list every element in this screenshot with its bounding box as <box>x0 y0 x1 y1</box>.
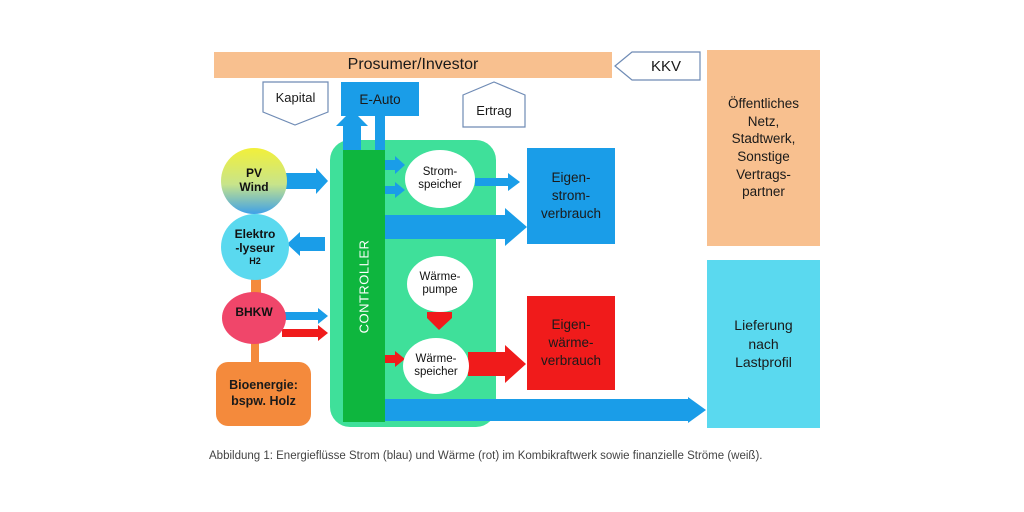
bhkw-node: BHKW <box>222 292 286 344</box>
arrow-controller-to-eauto <box>336 110 368 150</box>
pv-wind-label: PV Wind <box>239 166 269 194</box>
bioenergy-box: Bioenergie: bspw. Holz <box>216 362 311 426</box>
arrow-controller-to-delivery <box>385 397 706 423</box>
own-power-box: Eigen- strom- verbrauch <box>527 148 615 244</box>
ertrag-shape <box>462 81 526 128</box>
kapital-shape <box>262 81 329 126</box>
arrow-heat-pump-to-heat-storage <box>427 312 452 330</box>
pv-wind-circle <box>221 148 287 214</box>
ertrag-label: Ertrag <box>476 102 512 118</box>
prosumer-investor-bar: Prosumer/Investor <box>214 52 612 78</box>
electrolyzer-node: Elektro -lyseur H2 <box>221 214 289 280</box>
kapital-label: Kapital <box>275 89 316 105</box>
power-storage-node: Strom- speicher <box>405 150 475 208</box>
arrow-power-storage-to-own-power <box>475 173 520 191</box>
delivery-label: Lieferung nach Lastprofil <box>734 316 793 371</box>
kapital-box: Kapital <box>263 84 328 110</box>
controller-label: CONTROLLER <box>356 239 372 333</box>
heat-pump-node: Wärme- pumpe <box>407 256 473 312</box>
kkv-label: KKV <box>650 57 681 75</box>
figure-caption: Abbildung 1: Energieflüsse Strom (blau) … <box>209 450 763 462</box>
arrow-controller-to-power-storage-bottom <box>385 182 405 198</box>
connector-electrolyzer-bhkw <box>251 275 261 295</box>
arrow-controller-to-electrolyzer <box>287 232 325 256</box>
bioenergy-label: Bioenergie: bspw. Holz <box>229 378 298 408</box>
connector-bhkw-bioenergy <box>251 340 259 366</box>
heat-storage-label: Wärme- speicher <box>414 352 458 378</box>
own-power-label: Eigen- strom- verbrauch <box>540 169 602 222</box>
heat-storage-node: Wärme- speicher <box>403 338 469 394</box>
bhkw-label: BHKW <box>235 305 273 319</box>
arrow-bhkw-heat <box>282 325 328 341</box>
arrow-heat-storage-to-own-heat <box>468 345 526 383</box>
arrow-bhkw-power <box>282 308 328 324</box>
public-grid-label: Öffentliches Netz, Stadtwerk, Sonstige V… <box>727 96 800 200</box>
arrow-controller-to-own-power <box>385 208 527 246</box>
kkv-shape <box>614 51 701 81</box>
controller-bar: CONTROLLER <box>343 150 385 422</box>
pv-wind-node: PV Wind <box>221 148 287 214</box>
eauto-label: E-Auto <box>359 91 401 107</box>
own-heat-box: Eigen- wärme- verbrauch <box>527 296 615 390</box>
prosumer-investor-label: Prosumer/Investor <box>347 56 479 73</box>
kkv-box: KKV <box>632 52 700 80</box>
heat-pump-label: Wärme- pumpe <box>419 270 461 296</box>
power-storage-label: Strom- speicher <box>418 165 462 191</box>
own-heat-label: Eigen- wärme- verbrauch <box>540 316 602 369</box>
electrolyzer-sublabel: H2 <box>249 255 261 266</box>
electrolyzer-label: Elektro -lyseur <box>234 227 276 255</box>
public-grid-box: Öffentliches Netz, Stadtwerk, Sonstige V… <box>707 50 820 246</box>
ertrag-box: Ertrag <box>463 97 525 123</box>
arrow-controller-to-heat-storage <box>385 351 405 367</box>
delivery-box: Lieferung nach Lastprofil <box>707 260 820 428</box>
arrow-pv-to-controller <box>285 168 328 194</box>
arrow-eauto-to-controller <box>375 116 385 150</box>
eauto-box: E-Auto <box>341 82 419 116</box>
arrow-controller-to-power-storage-top <box>385 156 405 174</box>
